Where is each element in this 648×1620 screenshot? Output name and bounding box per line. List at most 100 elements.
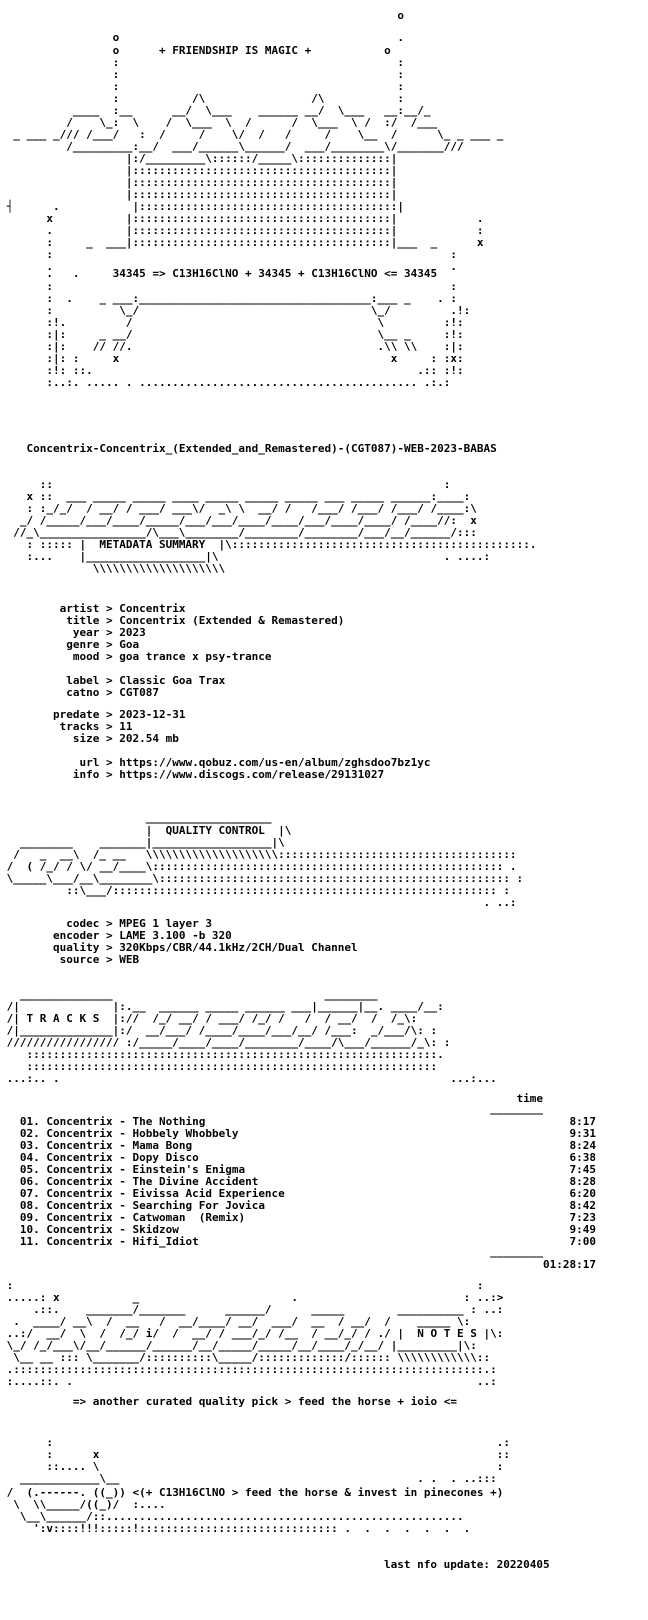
track-row: 09. Concentrix - Catwoman (Remix) — [19, 1211, 246, 1224]
header-art-line: :!: ::. .:: :!: — [0, 364, 464, 377]
quality-banner-line: / _ __\ /_ __ \\\\\\\\\\\\\\\\\\\\::::::… — [0, 848, 517, 861]
notes-text: => another curated quality pick > feed t… — [72, 1395, 457, 1408]
metadata-banner-line: \\\\\\\\\\\\\\\\\\\\ — [0, 562, 226, 575]
footer-art-line: ':v::::!!!:::::!::::::::::::::::::::::::… — [0, 1522, 471, 1535]
notes-banner-line: : : — [0, 1279, 484, 1292]
quality-banner-line: ::\___/:::::::::::::::::::::::::::::::::… — [0, 884, 510, 897]
quality-value: LAME 3.100 -b 320 — [119, 929, 232, 942]
tracks-banner-line: /|______________|:/ __/___/ /____/____/_… — [0, 1024, 438, 1037]
track-row: 08. Concentrix - Searching For Jovica — [19, 1199, 265, 1212]
header-art-line: :!. / \ :!: — [0, 316, 464, 329]
quality-row-encoder: encoder > LAME 3.100 -b 320 — [52, 929, 232, 942]
header-art-line: |:::::::::::::::::::::::::::::::::::::::… — [0, 188, 398, 201]
metadata-info-link[interactable]: https://www.discogs.com/release/29131027 — [119, 768, 385, 781]
quality-banner-row: | QUALITY CONTROL |\ — [0, 824, 292, 837]
tracks-banner-line: /| |:.__ ______ _____ ______ ___|______|… — [0, 1000, 444, 1013]
metadata-row-label: label > Classic Goa Trax — [66, 674, 226, 687]
track-row: 04. Concentrix - Dopy Disco — [19, 1151, 199, 1164]
metadata-section-title: METADATA SUMMARY — [99, 538, 206, 551]
formula-line: 34345 => C13H16ClNO + 34345 + C13H16ClNO… — [112, 267, 438, 280]
footer-slogan-row: / (.------. ((_)) <(+ C13H16ClNO > feed … — [0, 1486, 504, 1499]
metadata-value: Concentrix (Extended & Remastered) — [119, 614, 345, 627]
metadata-row-title: title > Concentrix (Extended & Remastere… — [66, 614, 345, 627]
metadata-banner-line: : :_/_/ / __/ / ___/ ___\/ _\ \ __/ / /_… — [0, 502, 477, 515]
quality-banner-line: ________ _______|__________________|\ — [0, 836, 285, 849]
track-row: 10. Concentrix - Skidzow — [19, 1223, 179, 1236]
metadata-key: predate — [52, 708, 100, 721]
header-art-line: :|: // //. .\\ \\ :|: — [0, 340, 464, 353]
track-row: 06. Concentrix - The Divine Accident — [19, 1175, 259, 1188]
metadata-banner-line: :... |__________________|\ . ....: — [0, 550, 491, 563]
header-art-line: . . — [0, 260, 457, 273]
metadata-value: Concentrix — [119, 602, 186, 615]
metadata-key: info — [72, 768, 100, 781]
quality-row-codec: codec > MPEG 1 layer 3 — [66, 917, 212, 930]
metadata-url-link[interactable]: https://www.qobuz.com/us-en/album/zghsdo… — [119, 756, 431, 769]
metadata-value: 11 — [119, 720, 133, 733]
tracklist-divider: ________ — [0, 1102, 544, 1115]
metadata-key: url — [79, 756, 100, 769]
notes-banner-line: .:::::::::::::::::::::::::::::::::::::::… — [0, 1363, 497, 1376]
track-time: 8:17 — [569, 1115, 597, 1128]
metadata-banner-line: x :: ___ _____ _____ ____ _____ _____ __… — [0, 490, 471, 503]
header-art-line: : : — [0, 80, 404, 93]
track-row: 07. Concentrix - Eivissa Acid Experience — [19, 1187, 285, 1200]
quality-value: WEB — [119, 953, 140, 966]
footer-art-line: : x :: — [0, 1448, 510, 1461]
header-art-line: :|: _ __/ \__ _ :!: — [0, 328, 464, 341]
header-art-line: ____ :__ __/ \___ ______ __/ \___ __:__/… — [0, 104, 431, 117]
footer-art-line: \ \\_____/((_)/ :.... — [0, 1498, 166, 1511]
metadata-key: title — [66, 614, 100, 627]
quality-banner-line: \_____\___/__\________\:::::::::::::::::… — [0, 872, 524, 885]
tracklist-divider: ________ — [0, 1245, 544, 1258]
track-time: 9:49 — [569, 1223, 597, 1236]
metadata-key: tracks — [59, 720, 100, 733]
track-time: 6:38 — [569, 1151, 597, 1164]
notes-banner-row: ..:/ __/ \ / /_/ i/ / __/ / ___/_/ /__ /… — [0, 1327, 504, 1340]
quality-row-source: source > WEB — [59, 953, 140, 966]
track-row: 03. Concentrix - Mama Bong — [19, 1139, 193, 1152]
metadata-value: CGT087 — [119, 686, 159, 699]
quality-key: codec — [66, 917, 100, 930]
tracks-banner-line: ///////////////// :/_____/____/____/____… — [0, 1036, 451, 1049]
track-row: 11. Concentrix - Hifi_Idiot — [19, 1235, 199, 1248]
track-time: 8:24 — [569, 1139, 597, 1152]
metadata-banner-line: :: : — [0, 478, 451, 491]
track-time: 7:23 — [569, 1211, 597, 1224]
tracks-banner-row: /| T R A C K S |:// /_/ __/ / ___/ /_/ /… — [0, 1012, 418, 1025]
notes-banner-line: .::. _______/_______ ______/ _____ _____… — [0, 1303, 504, 1316]
header-art-line: :|: : x x : :x: — [0, 352, 464, 365]
release-name-row: Concentrix-Concentrix_(Extended_and_Rema… — [0, 443, 497, 455]
quality-banner-line: / ( /_/ / \/ __/____\:::::::::::::::::::… — [0, 860, 517, 873]
metadata-row-mood: mood > goa trance x psy-trance — [72, 650, 272, 663]
metadata-row-tracks: tracks > 11 — [59, 720, 133, 733]
metadata-banner-row: : ::::: | METADATA SUMMARY |\:::::::::::… — [0, 538, 537, 551]
tracks-banner-line: ______________ ________ — [0, 988, 378, 1001]
notes-banner-line: \__ __ ::: \_______/::::::::::\_____/:::… — [0, 1351, 491, 1364]
notes-banner-line: :....::. . ..: — [0, 1375, 497, 1388]
quality-banner-line: . ..: — [0, 896, 517, 909]
metadata-banner-line: _/ /_____/___/____/_____/___/___/____/__… — [0, 514, 477, 527]
metadata-key: artist — [59, 602, 100, 615]
metadata-key: genre — [66, 638, 100, 651]
footer-art-line: : .: — [0, 1436, 510, 1449]
header-art-line: o — [0, 9, 404, 22]
quality-value: MPEG 1 layer 3 — [119, 917, 212, 930]
quality-key: encoder — [52, 929, 100, 942]
header-art-line: : : — [0, 280, 457, 293]
header-art-line: : : — [0, 248, 457, 261]
metadata-row-size: size > 202.54 mb — [72, 732, 179, 745]
header-art-line: : _ ___|::::::::::::::::::::::::::::::::… — [0, 236, 484, 249]
header-motto: + FRIENDSHIP IS MAGIC + — [158, 44, 312, 57]
header-art-line: : : — [0, 68, 404, 81]
header-art-line: . |:::::::::::::::::::::::::::::::::::::… — [0, 224, 484, 237]
footer-update: last nfo update: 20220405 — [384, 1558, 550, 1571]
header-art-line: : : — [0, 56, 404, 69]
header-art-line: _ ___ _/// /___/ : / / \/ / / / \__ / \_… — [0, 128, 504, 141]
track-time: 7:45 — [569, 1163, 597, 1176]
header-art-line: |:::::::::::::::::::::::::::::::::::::::… — [0, 164, 398, 177]
header-art-line: : /\ /\ : — [0, 92, 404, 105]
metadata-row-predate: predate > 2023-12-31 — [52, 708, 186, 721]
metadata-key: catno — [66, 686, 100, 699]
